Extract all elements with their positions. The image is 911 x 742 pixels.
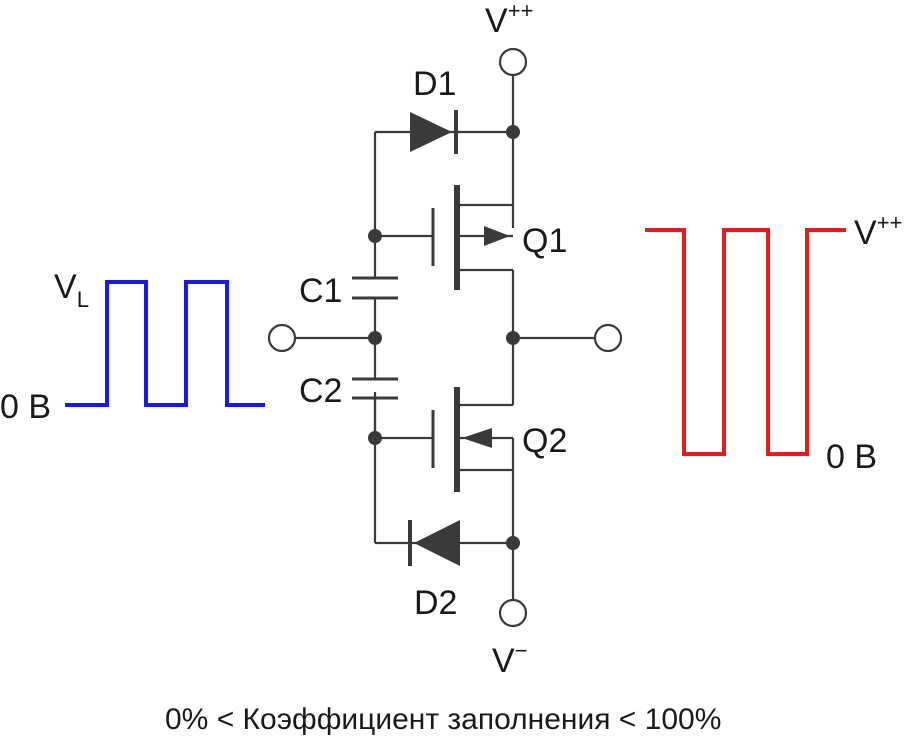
label-vl: VL xyxy=(54,268,89,312)
terminal-input xyxy=(267,323,297,353)
mosfet-q2 xyxy=(431,387,492,492)
q1-arrow-icon xyxy=(484,226,510,246)
junction-dot xyxy=(506,125,520,139)
label-q1: Q1 xyxy=(522,222,567,260)
input-square-wave xyxy=(65,280,265,407)
label-vpp-out: V++ xyxy=(854,210,902,252)
capacitor-c1 xyxy=(352,276,398,300)
label-vpp-top: V++ xyxy=(485,0,533,40)
caption: 0% < Коэффициент заполнения < 100% xyxy=(165,703,721,736)
label-d2: D2 xyxy=(414,584,457,622)
label-c1: C1 xyxy=(299,272,342,310)
diode-d1 xyxy=(410,110,458,154)
junction-dot xyxy=(368,331,382,345)
output-square-wave xyxy=(645,228,846,456)
diode-d2 xyxy=(408,520,460,566)
junction-dot xyxy=(506,331,520,345)
terminal-vpp xyxy=(498,47,528,77)
label-d1: D1 xyxy=(413,65,456,103)
q2-arrow-icon xyxy=(462,428,492,448)
terminal-vminus xyxy=(498,598,528,628)
junction-dot xyxy=(368,431,382,445)
label-c2: C2 xyxy=(299,372,342,410)
label-vminus: V− xyxy=(492,638,528,680)
junction-dot xyxy=(506,536,520,550)
label-zero-out: 0 В xyxy=(826,438,877,476)
label-q2: Q2 xyxy=(522,422,567,460)
mosfet-q1 xyxy=(431,185,510,290)
junction-dot xyxy=(368,229,382,243)
terminal-output xyxy=(593,323,623,353)
label-zero-in: 0 В xyxy=(0,388,51,426)
